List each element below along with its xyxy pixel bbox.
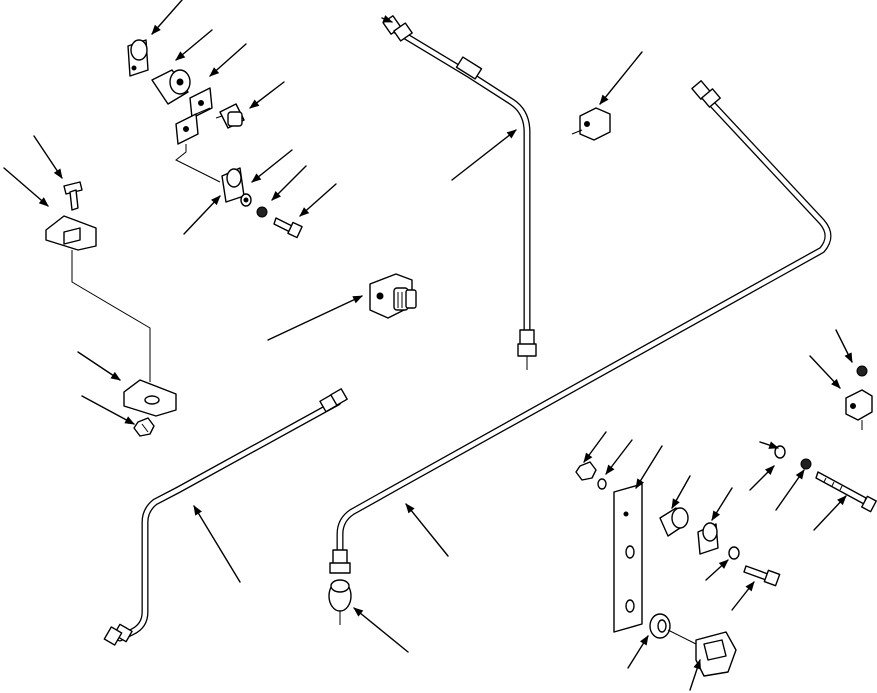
callout-arrow-28: [705, 559, 729, 581]
brake-pipe-lower-left: [103, 388, 348, 646]
callout-arrow-12: [299, 183, 337, 217]
callout-arrow-9: [599, 51, 643, 105]
callout-arrows: [3, 0, 853, 691]
callout-arrow-17: [835, 329, 853, 363]
callout-arrow-18: [809, 355, 841, 389]
callout-arrow-26: [775, 469, 805, 511]
callout-arrow-6: [3, 167, 49, 207]
clamp-block-lower-left: [123, 379, 177, 417]
washer-middle: [240, 193, 252, 207]
brake-pipe-vertical: [382, 15, 537, 370]
callout-arrow-27: [813, 495, 847, 531]
callout-arrow-33: [405, 503, 449, 557]
callout-arrow-23: [711, 487, 733, 521]
callout-arrow-13: [183, 195, 221, 235]
callout-arrow-7: [451, 129, 517, 181]
clamp-block-upper-left: [45, 215, 97, 256]
callout-arrow-20: [605, 439, 633, 475]
clamp-middle: [221, 167, 245, 203]
large-washer-bottom: [649, 613, 697, 645]
callout-arrow-19: [583, 431, 607, 463]
callout-arrow-8: [381, 15, 393, 23]
washer-lower: [728, 546, 740, 560]
bolt-middle: [273, 217, 303, 239]
callout-arrow-34: [353, 607, 409, 653]
junction-block-center: [369, 273, 417, 319]
leader-line-upper: [175, 144, 221, 183]
callout-arrow-2: [175, 29, 213, 61]
callout-arrow-31: [689, 659, 701, 691]
callout-arrow-10: [251, 149, 293, 183]
callout-arrow-15: [77, 351, 121, 381]
callout-arrow-30: [627, 635, 649, 669]
lock-washer-far-right: [800, 458, 812, 470]
washer-bottom-right: [597, 478, 607, 490]
callout-arrow-29: [731, 581, 755, 611]
lock-washer-middle: [256, 206, 268, 218]
callout-arrow-3: [209, 43, 247, 77]
callout-arrow-16: [81, 395, 135, 425]
nut-left: [133, 417, 155, 437]
screw-left: [63, 181, 83, 211]
connector-block-top-right: [571, 107, 611, 141]
tee-block-right: [845, 389, 873, 430]
callout-arrow-25: [749, 465, 775, 491]
callout-arrow-32: [193, 505, 241, 583]
spacer-cylinder-lower: [659, 507, 689, 537]
callout-arrow-1: [151, 0, 183, 35]
bolt-hex-upper: [215, 103, 245, 129]
callout-arrow-14: [267, 295, 363, 341]
callout-arrow-5: [33, 135, 63, 179]
nut-bottom-right: [575, 461, 597, 481]
clamp-upper: [127, 39, 149, 77]
washer-far-right: [774, 445, 786, 459]
brake-pipe-long: [328, 80, 832, 625]
bracket-strip: [613, 483, 643, 633]
callout-arrow-4: [249, 81, 285, 109]
callout-arrow-11: [271, 165, 307, 201]
bolt-lower: [743, 565, 781, 587]
callout-arrow-24: [759, 441, 779, 449]
spacer-cylinder-upper: [151, 69, 191, 105]
large-bolt-bottom: [695, 631, 737, 677]
leader-line-left: [71, 256, 151, 382]
long-bolt-right: [815, 471, 877, 513]
nut-right: [856, 365, 868, 377]
callout-arrow-22: [671, 475, 691, 509]
clamp-lower: [697, 522, 719, 555]
bracket-plate-upper: [175, 87, 213, 145]
callout-arrow-21: [635, 445, 663, 489]
